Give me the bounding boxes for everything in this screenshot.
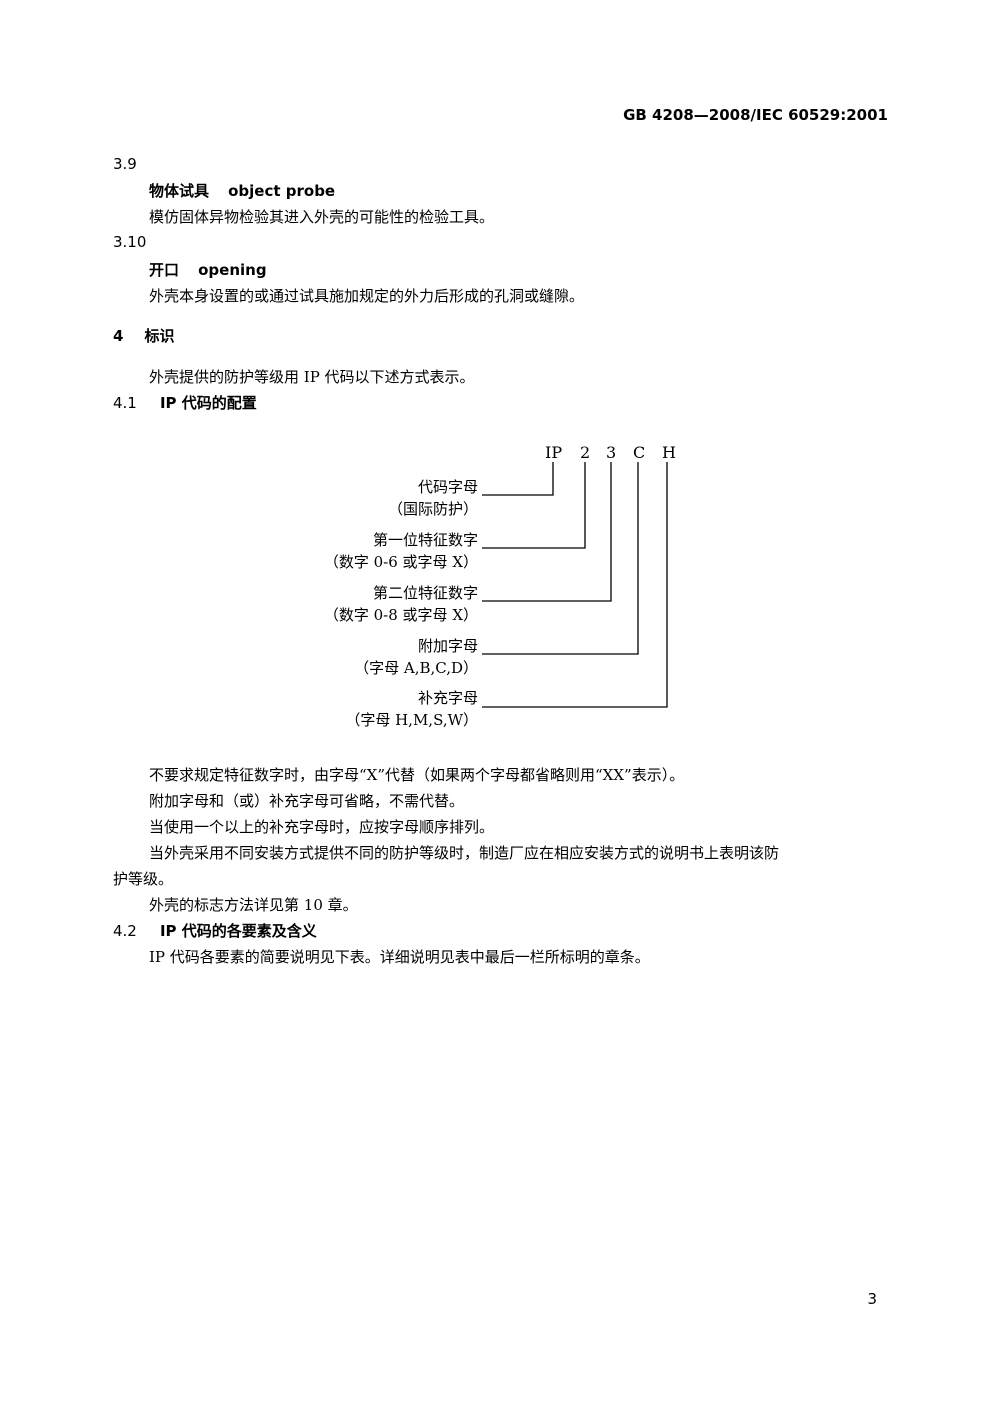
label-code-letters: 代码字母 — [417, 478, 478, 496]
term-zh: 开口 — [149, 261, 180, 279]
section-4-2-text: IP 代码各要素的简要说明见下表。详细说明见表中最后一栏所标明的章条。 — [149, 948, 650, 966]
page-number: 3 — [867, 1290, 877, 1308]
note-2: 附加字母和（或）补充字母可省略，不需代替。 — [149, 792, 465, 810]
definition-3-10: 外壳本身设置的或通过试具施加规定的外力后形成的孔洞或缝隙。 — [149, 287, 585, 305]
connector-second-digit — [482, 462, 612, 602]
section-title: IP 代码的配置 — [159, 394, 257, 412]
label-additional-letter-note: （字母 A,B,C,D） — [354, 659, 478, 677]
clause-number-3-9: 3.9 — [113, 155, 137, 173]
label-code-letters-note: （国际防护） — [387, 500, 478, 518]
code-letter-ip: IP — [545, 443, 563, 462]
term-zh: 物体试具 — [149, 182, 210, 200]
connector-supplementary-letter — [482, 462, 668, 708]
code-digit-first: 2 — [580, 443, 591, 462]
section-4-heading: 4 标识 — [113, 325, 175, 346]
label-supplementary-letter: 补充字母 — [417, 689, 478, 707]
section-number: 4.1 — [113, 394, 137, 412]
label-first-digit-note: （数字 0-6 或字母 X） — [323, 553, 478, 571]
definition-3-9: 模仿固体异物检验其进入外壳的可能性的检验工具。 — [149, 208, 495, 226]
code-letter-supplementary: H — [662, 443, 676, 462]
term-3-10: 开口 opening — [149, 259, 267, 280]
label-second-digit-note: （数字 0-8 或字母 X） — [323, 606, 478, 624]
note-1: 不要求规定特征数字时，由字母“X”代替（如果两个字母都省略则用“XX”表示）。 — [149, 766, 685, 784]
label-additional-letter: 附加字母 — [417, 637, 478, 655]
term-en: opening — [198, 261, 267, 279]
section-title: IP 代码的各要素及含义 — [159, 922, 317, 940]
code-letter-additional: C — [633, 443, 646, 462]
section-4-intro: 外壳提供的防护等级用 IP 代码以下述方式表示。 — [149, 368, 475, 386]
section-number: 4.2 — [113, 922, 137, 940]
standard-id: GB 4208—2008/IEC 60529:2001 — [623, 106, 888, 124]
connector-code-letters — [482, 462, 554, 496]
term-3-9: 物体试具 object probe — [149, 180, 335, 201]
section-4-2-heading: 4.2 IP 代码的各要素及含义 — [113, 920, 317, 941]
connector-additional-letter — [482, 462, 639, 655]
section-title: 标识 — [144, 327, 175, 345]
note-3: 当使用一个以上的补充字母时，应按字母顺序排列。 — [149, 818, 495, 836]
note-5: 外壳的标志方法详见第 10 章。 — [149, 896, 358, 914]
clause-number-3-10: 3.10 — [113, 233, 147, 251]
code-digit-second: 3 — [606, 443, 617, 462]
section-number: 4 — [113, 327, 124, 345]
note-4: 当外壳采用不同安装方式提供不同的防护等级时，制造厂应在相应安装方式的说明书上表明… — [149, 844, 780, 862]
note-4-continued: 护等级。 — [113, 870, 174, 888]
label-first-digit: 第一位特征数字 — [372, 531, 478, 549]
connector-first-digit — [482, 462, 586, 549]
label-second-digit: 第二位特征数字 — [372, 584, 478, 602]
section-4-1-heading: 4.1 IP 代码的配置 — [113, 392, 257, 413]
label-supplementary-letter-note: （字母 H,M,S,W） — [345, 711, 478, 729]
term-en: object probe — [228, 182, 336, 200]
